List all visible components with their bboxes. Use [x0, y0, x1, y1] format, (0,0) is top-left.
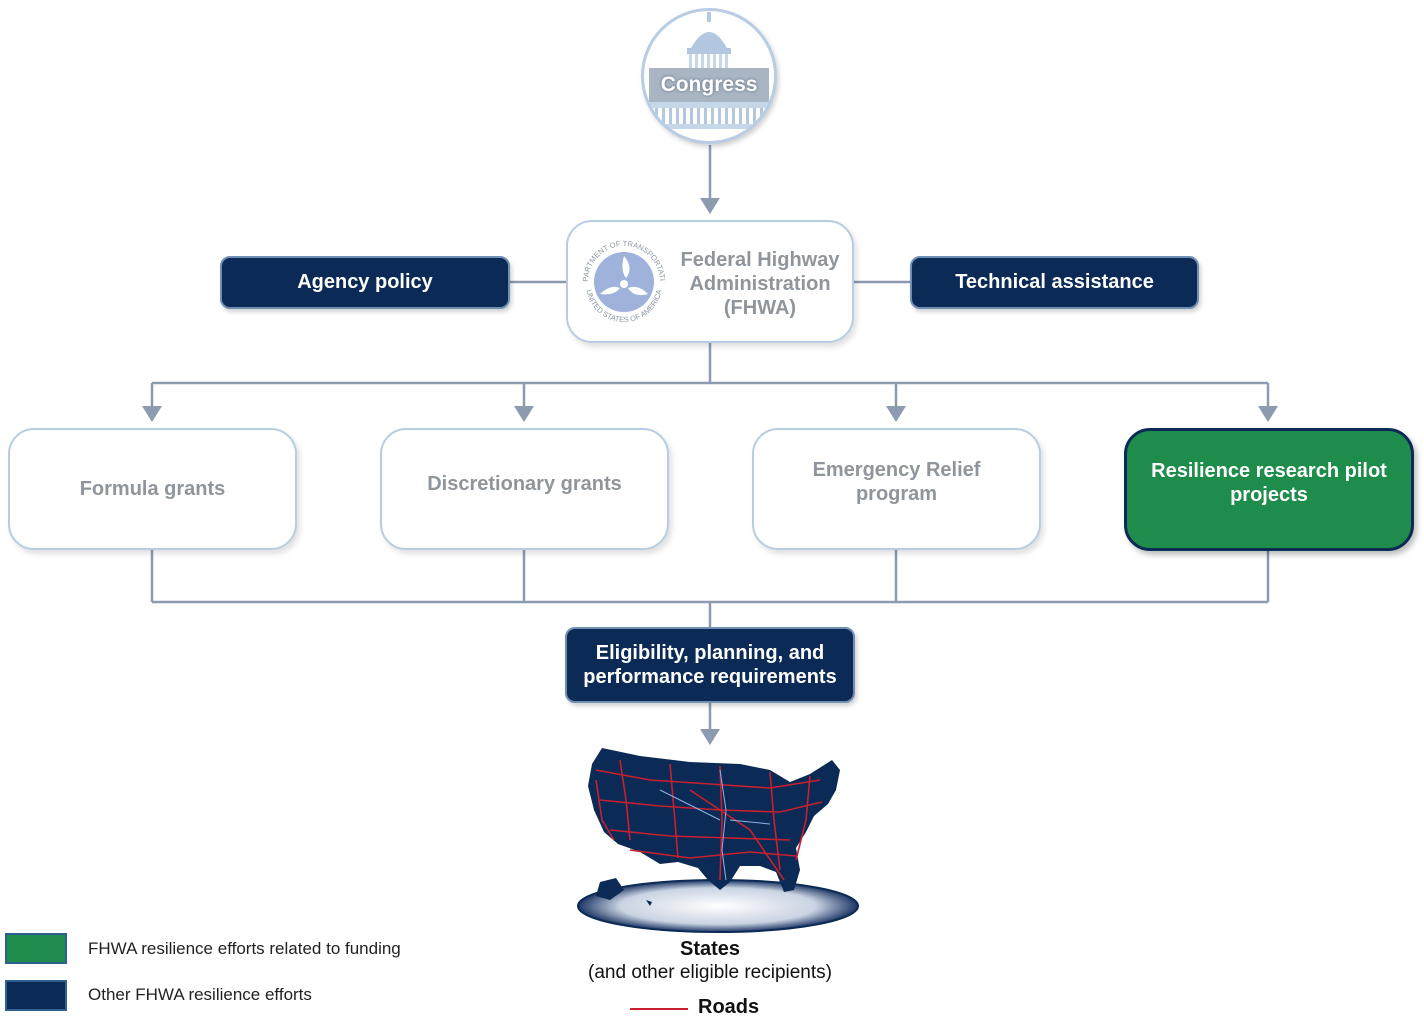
legend-funding-swatch — [5, 933, 67, 964]
requirements-line-1: Eligibility, planning, and — [595, 642, 825, 664]
fhwa-node: DEPARTMENT OF TRANSPORTATION UNITED STAT… — [566, 220, 854, 343]
legend-other-label: Other FHWA resilience efforts — [88, 985, 312, 1004]
fhwa-title-line-3: (FHWA) — [723, 297, 797, 319]
agency-policy-box: Agency policy — [220, 256, 510, 309]
congress-node: Congress — [641, 8, 777, 144]
legend-funding-label: FHWA resilience efforts related to fundi… — [88, 939, 401, 958]
roads-legend-line — [630, 1008, 688, 1010]
formula-grants-box: Formula grants — [8, 428, 297, 550]
technical-assistance-box: Technical assistance — [910, 256, 1199, 309]
roads-legend-label: Roads — [698, 996, 760, 1018]
fhwa-title: Federal Highway Administration (FHWA) — [672, 248, 848, 320]
us-map-icon — [577, 748, 859, 933]
requirements-line-2: performance requirements — [583, 666, 837, 688]
emergency-relief-box: Emergency Relief program — [752, 428, 1041, 550]
requirements-box: Eligibility, planning, and performance r… — [565, 627, 855, 703]
discretionary-grants-box: Discretionary grants — [380, 428, 669, 550]
dot-seal-icon: DEPARTMENT OF TRANSPORTATION UNITED STAT… — [574, 232, 667, 324]
states-subtitle: (and other eligible recipients) — [588, 962, 832, 983]
legend-other-swatch — [5, 980, 67, 1011]
fhwa-title-line-2: Administration — [689, 273, 831, 295]
emergency-relief-line-1: Emergency Relief — [812, 459, 981, 481]
congress-label: Congress — [660, 73, 758, 96]
fhwa-title-line-1: Federal Highway — [680, 249, 840, 271]
resilience-pilot-box: Resilience research pilot projects — [1124, 428, 1414, 551]
resilience-pilot-line-2: projects — [1230, 483, 1308, 506]
capitol-icon — [649, 12, 769, 129]
states-title: States — [679, 938, 741, 960]
emergency-relief-line-2: program — [855, 483, 938, 505]
resilience-pilot-line-1: Resilience research pilot — [1151, 459, 1387, 482]
